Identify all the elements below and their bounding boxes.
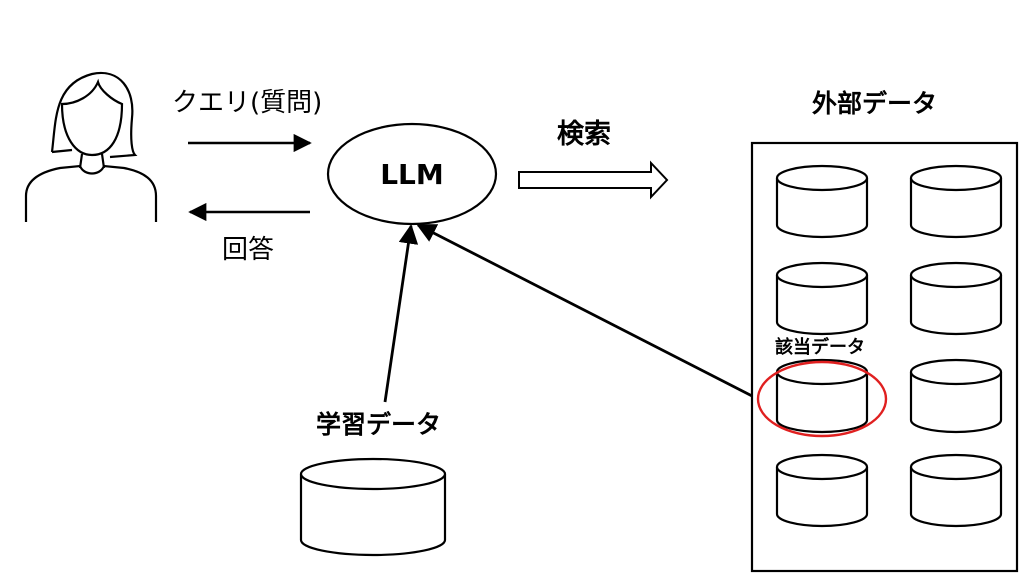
answer-label: 回答 (222, 235, 274, 265)
database-icon-matching (775, 358, 869, 434)
training-data-database (299, 457, 447, 557)
retrieved-to-llm-arrow (416, 223, 757, 400)
database-icon (775, 261, 869, 336)
database-icon (909, 164, 1003, 239)
search-arrow (518, 160, 669, 200)
llm-node: LLM (326, 122, 498, 226)
training-to-llm-arrow (383, 224, 419, 403)
external-data-label: 外部データ (812, 89, 937, 118)
query-label: クエリ(質問) (172, 88, 322, 118)
matching-data-label: 該当データ (775, 336, 865, 358)
database-icon (909, 358, 1003, 434)
database-icon (775, 164, 869, 239)
database-icon (909, 261, 1003, 336)
matching-data-highlight (756, 360, 888, 438)
training-data-label: 学習データ (316, 410, 441, 439)
database-icon (775, 453, 869, 528)
llm-label: LLM (380, 158, 444, 191)
search-label: 検索 (557, 119, 611, 150)
database-icon (909, 453, 1003, 528)
user-icon (24, 71, 158, 222)
